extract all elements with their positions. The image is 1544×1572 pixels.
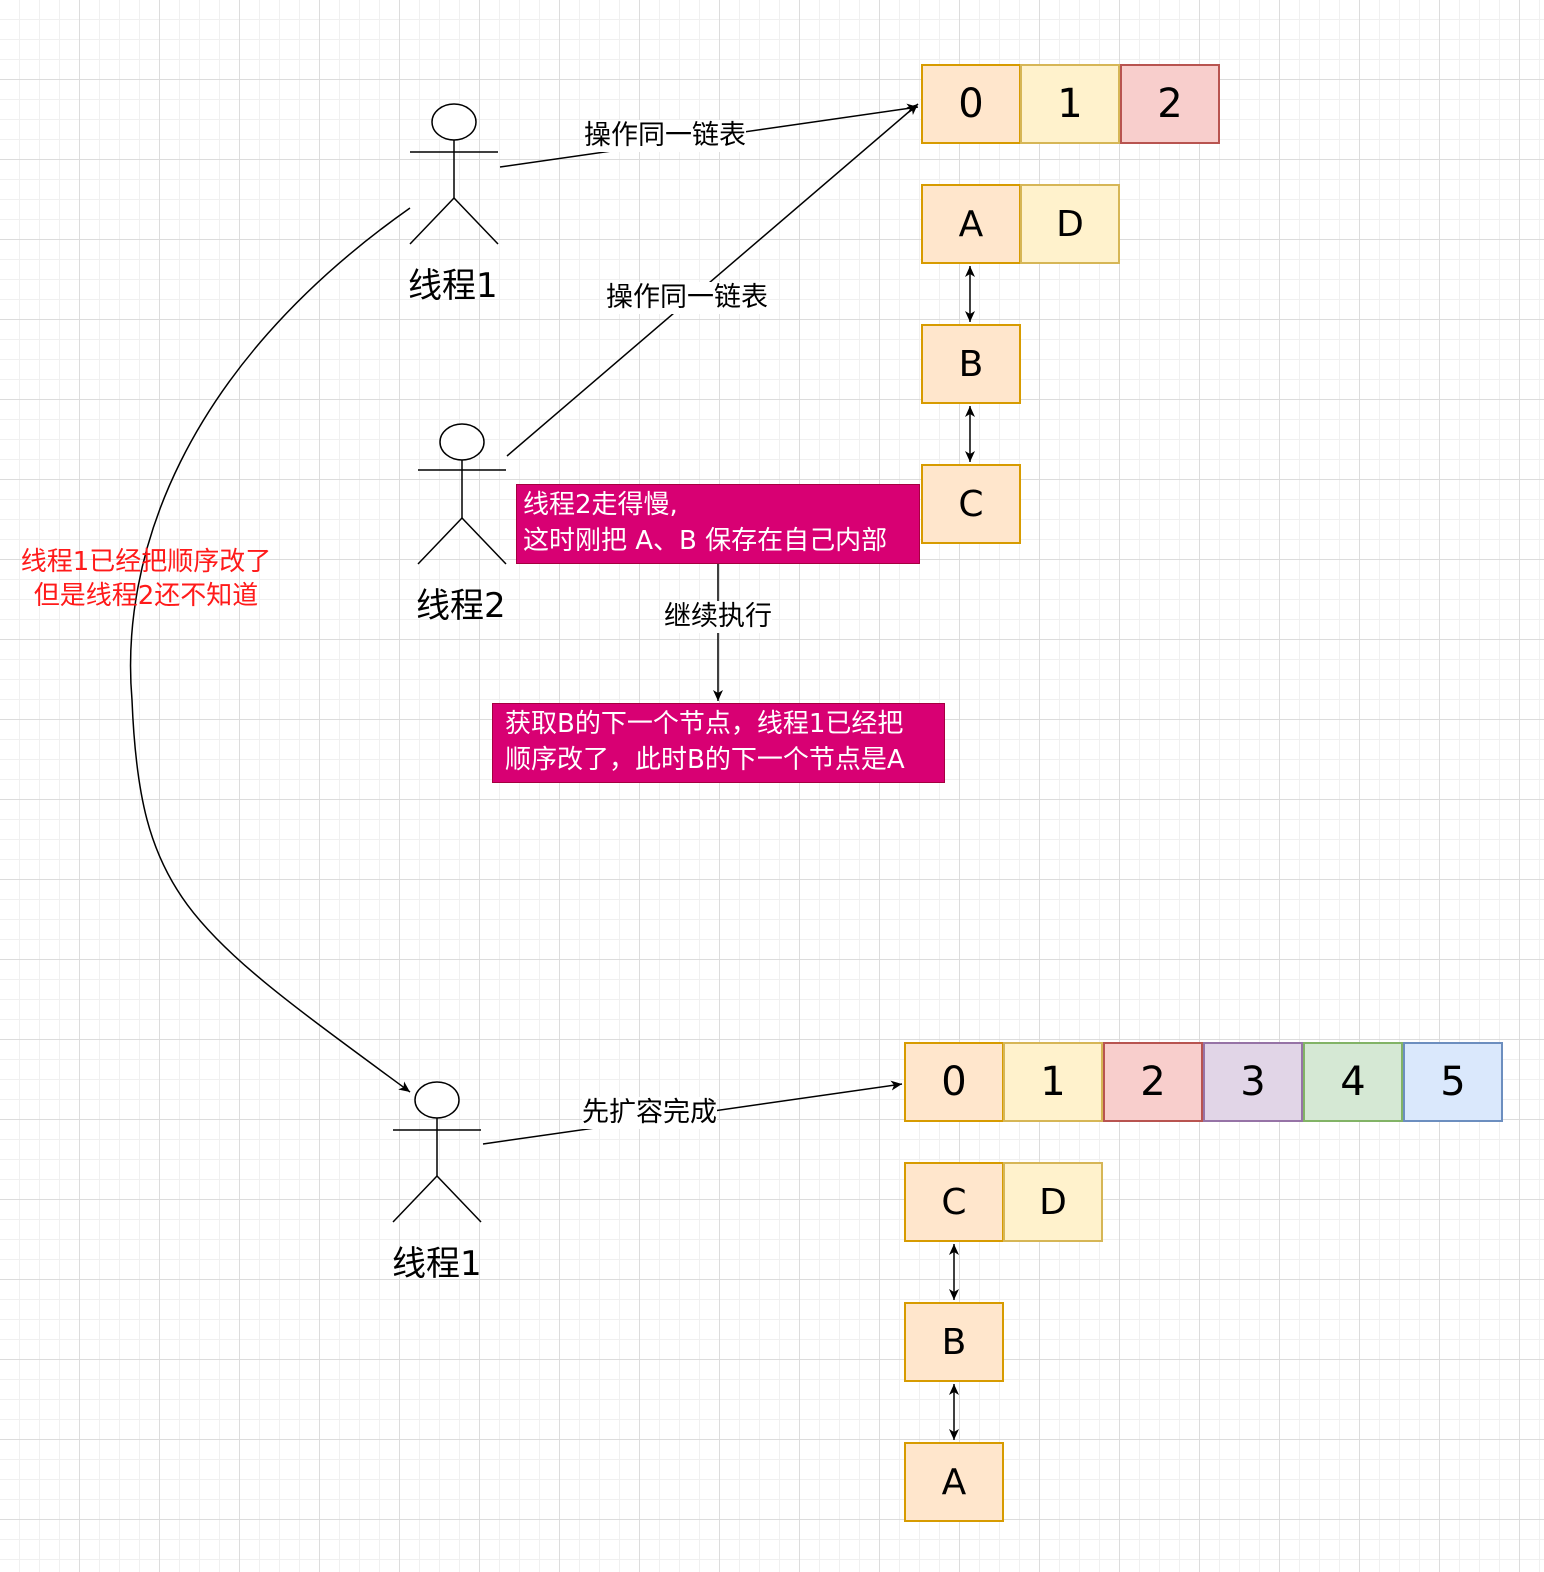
note-thread2-slow-line1: 线程2走得慢, [523,490,678,520]
edge-thread1-time-curve [129,207,411,1093]
bottom-node-d: D [1003,1162,1103,1242]
top-node-d: D [1020,184,1120,264]
bottom-node-c: C [904,1162,1004,1242]
top-array-cell-2: 2 [1120,64,1220,144]
note-thread2-slow-line2: 这时刚把 A、B 保存在自己内部 [523,526,888,556]
note-thread2-slow: 线程2走得慢, 这时刚把 A、B 保存在自己内部 [516,484,920,564]
actor-thread1-bottom-figure [392,1081,482,1223]
bottom-node-a: A [904,1442,1004,1522]
bottom-array-cell-3: 3 [1203,1042,1303,1122]
edge-thread2-to-array [506,103,919,457]
top-node-c: C [921,464,1021,544]
annotation-line2: 但是线程2还不知道 [33,581,259,611]
annotation-line1: 线程1已经把顺序改了 [20,547,272,577]
edge-label-thread1-op: 操作同一链表 [584,120,746,153]
bottom-array-cell-4: 4 [1303,1042,1403,1122]
top-node-b: B [921,324,1021,404]
note-next-node-line1: 获取B的下一个节点，线程1已经把 [505,709,904,739]
annotation-order-changed: 线程1已经把顺序改了 但是线程2还不知道 [12,545,280,613]
actor-thread1-top-figure [409,103,499,245]
top-node-a: A [921,184,1021,264]
bottom-array-cell-0: 0 [904,1042,1004,1122]
actor-thread2-figure [417,423,507,565]
actor-thread1-bottom-label: 线程1 [392,1244,482,1284]
bottom-array-cell-2: 2 [1103,1042,1203,1122]
edge-label-resize: 先扩容完成 [582,1097,717,1130]
bottom-node-b: B [904,1302,1004,1382]
note-next-node-line2: 顺序改了，此时B的下一个节点是A [505,745,905,775]
top-array-cell-0: 0 [921,64,1021,144]
actor-thread1-top-label: 线程1 [408,266,498,306]
top-array-cell-1: 1 [1020,64,1120,144]
note-next-node: 获取B的下一个节点，线程1已经把 顺序改了，此时B的下一个节点是A [492,703,945,783]
bottom-array-cell-5: 5 [1403,1042,1503,1122]
bottom-array-cell-1: 1 [1003,1042,1103,1122]
edge-label-continue: 继续执行 [664,601,772,634]
edge-label-thread2-op: 操作同一链表 [606,282,768,315]
actor-thread2-label: 线程2 [416,586,506,626]
